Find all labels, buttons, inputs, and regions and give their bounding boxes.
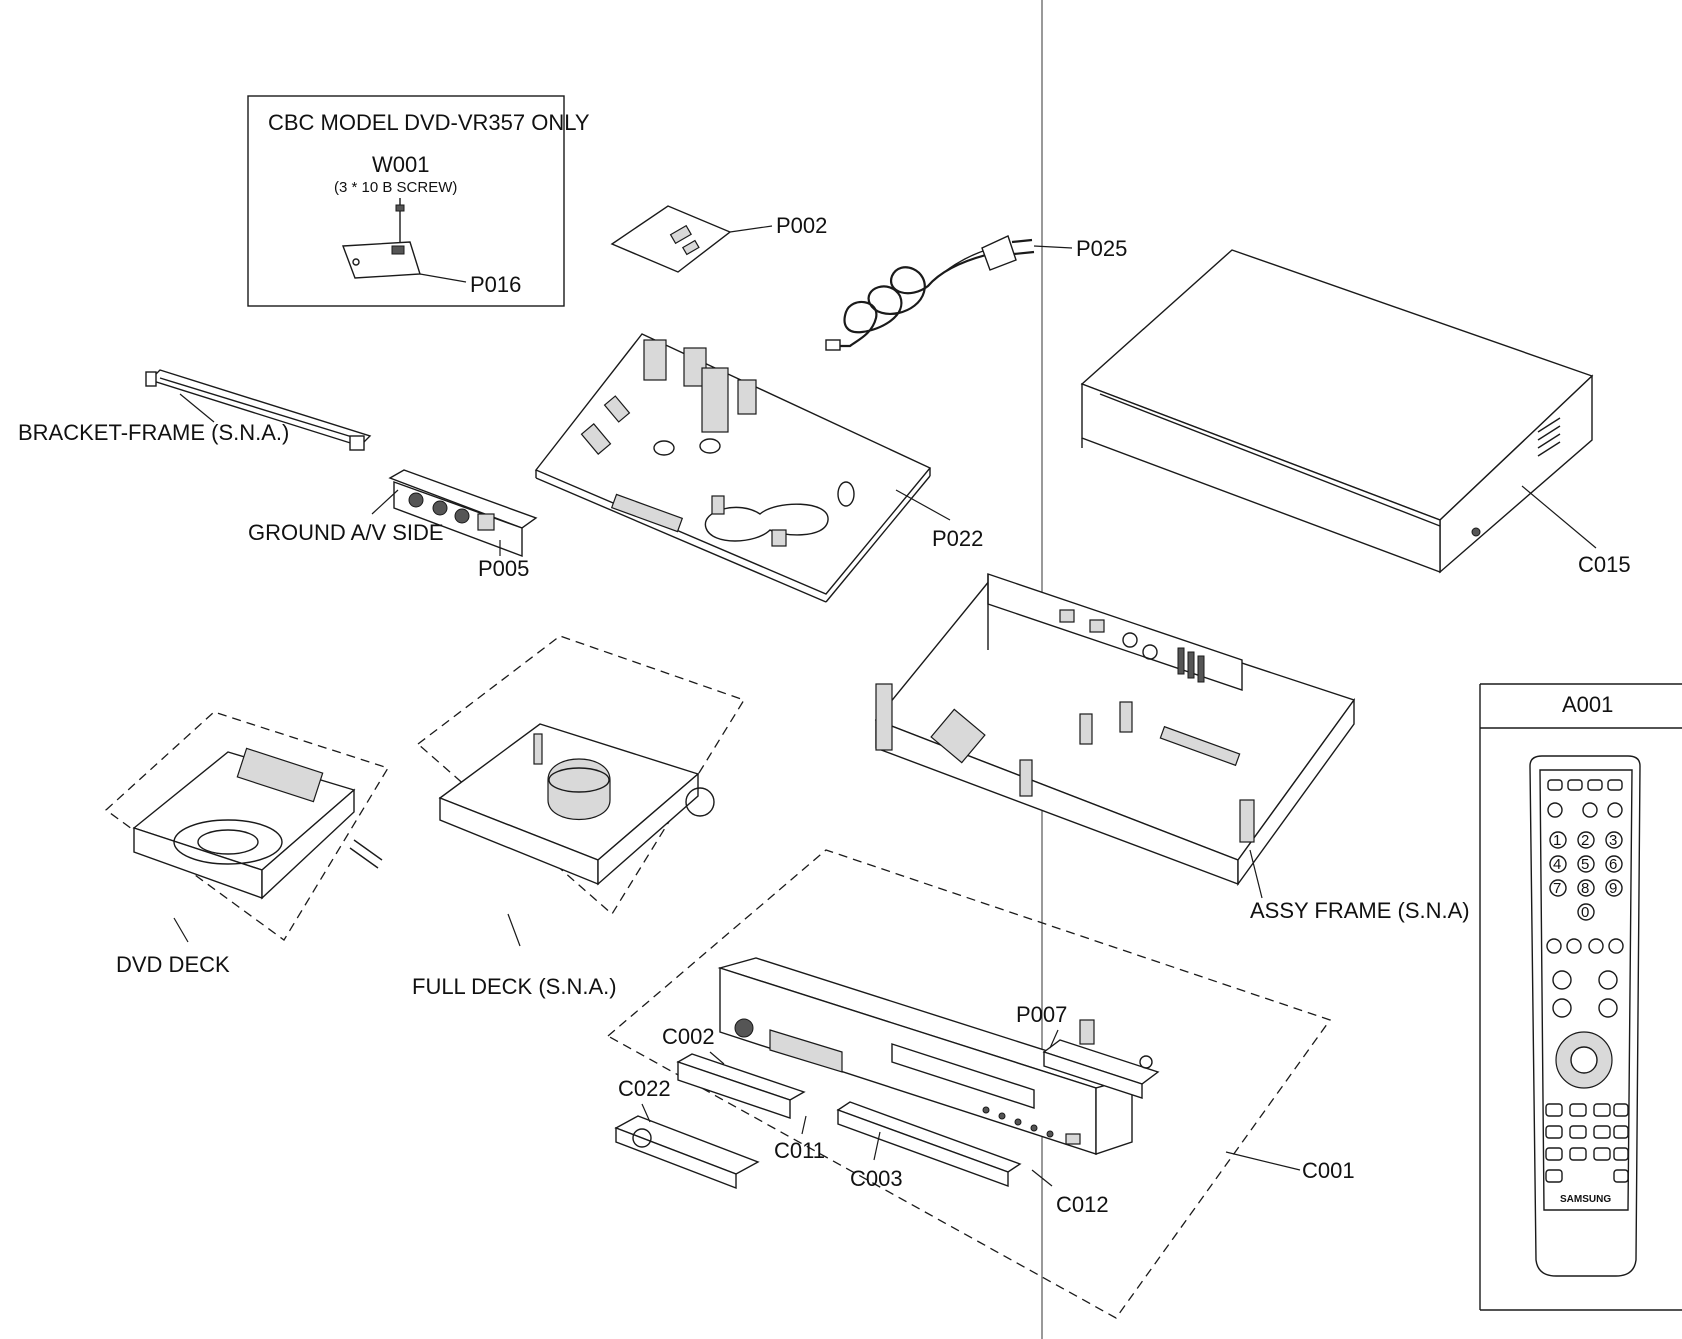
part-c002 [676, 1051, 806, 1119]
label-p016: P016 [470, 272, 521, 297]
label-w001: W001 [372, 152, 429, 177]
label-dvd-deck: DVD DECK [116, 952, 230, 977]
part-p016 [342, 241, 421, 279]
part-bracket-frame [145, 369, 372, 451]
key-0: 0 [1581, 904, 1589, 921]
label-full-deck: FULL DECK (S.N.A.) [412, 974, 617, 999]
key-7: 7 [1553, 880, 1561, 897]
front-panel-group: P007 C002 C022 C011 C003 C012 [606, 849, 1332, 1319]
part-assy-frame [874, 573, 1356, 899]
remote-top-buttons [1547, 779, 1623, 818]
key-1: 1 [1553, 832, 1561, 849]
label-a001: A001 [1562, 692, 1613, 717]
part-c003 [836, 1101, 1022, 1188]
vent-slots [1537, 417, 1561, 457]
label-p005: P005 [478, 556, 529, 581]
remote-navigation-ring [1555, 1031, 1613, 1089]
cbc-box-title: CBC MODEL DVD-VR357 ONLY [268, 110, 590, 135]
label-assy-frame: ASSY FRAME (S.N.A) [1250, 898, 1470, 923]
key-8: 8 [1581, 880, 1589, 897]
label-p022: P022 [932, 526, 983, 551]
key-9: 9 [1609, 880, 1617, 897]
label-c001: C001 [1302, 1158, 1355, 1183]
key-4: 4 [1553, 856, 1561, 873]
frame-holes [1059, 609, 1205, 683]
cbc-model-box: CBC MODEL DVD-VR357 ONLY W001 (3 * 10 B … [247, 95, 590, 307]
remote-transport-keys [1546, 938, 1624, 1018]
part-p005 [371, 469, 538, 558]
part-front-panel [717, 957, 1135, 1155]
dvd-deck-group [104, 711, 389, 943]
remote-bottom-keys [1545, 1103, 1629, 1183]
key-3: 3 [1609, 832, 1617, 849]
key-5: 5 [1581, 856, 1589, 873]
part-a001-remote: 1 2 3 4 5 6 7 8 9 0 [1529, 755, 1641, 1277]
label-c011: C011 [774, 1138, 825, 1163]
label-c012: C012 [1056, 1192, 1109, 1217]
label-p007: P007 [1016, 1002, 1067, 1027]
label-ground-av-side: GROUND A/V SIDE [248, 520, 444, 545]
key-6: 6 [1609, 856, 1617, 873]
remote-box: A001 1 2 3 4 [1479, 683, 1682, 1311]
label-c002: C002 [662, 1024, 715, 1049]
label-c015: C015 [1578, 552, 1631, 577]
full-deck-group [416, 635, 745, 947]
remote-number-keys: 1 2 3 4 5 6 7 8 9 0 [1549, 831, 1623, 921]
remote-brand: SAMSUNG [1560, 1194, 1611, 1205]
part-c022 [614, 1103, 760, 1190]
label-c022: C022 [618, 1076, 671, 1101]
label-p002: P002 [776, 213, 827, 238]
part-p002 [610, 205, 773, 273]
part-c015-top-cover [1080, 249, 1597, 574]
label-bracket-frame: BRACKET-FRAME (S.N.A.) [18, 420, 289, 445]
key-2: 2 [1581, 832, 1589, 849]
label-c003: C003 [850, 1166, 903, 1191]
part-p025-power-cord [825, 235, 1073, 351]
part-p007 [1042, 1019, 1160, 1099]
label-p025: P025 [1076, 236, 1127, 261]
label-w001-note: (3 * 10 B SCREW) [334, 179, 457, 196]
part-p022-main-board [534, 333, 951, 603]
